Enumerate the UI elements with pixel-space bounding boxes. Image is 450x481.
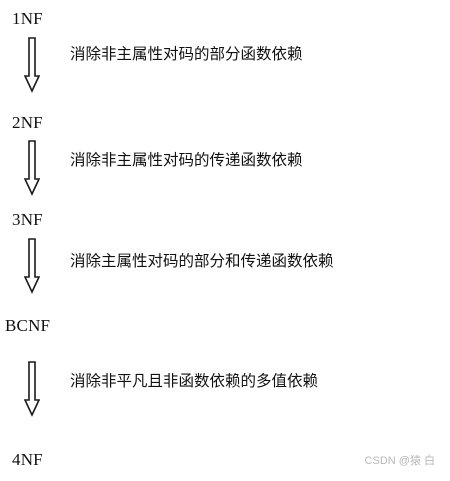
down-arrow-icon-shape: [24, 37, 40, 93]
level-3nf: 3NF: [12, 210, 43, 229]
down-arrow-icon: [24, 37, 40, 93]
step-remove-transitive-dependency: 消除非主属性对码的传递函数依赖: [70, 151, 303, 169]
level-bcnf: BCNF: [5, 316, 51, 335]
level-4nf: 4NF: [12, 450, 43, 469]
step-remove-multivalued-dependency: 消除非平凡且非函数依赖的多值依赖: [70, 372, 319, 390]
watermark: CSDN @猿 白: [364, 455, 435, 467]
down-arrow-icon-shape: [24, 238, 40, 294]
down-arrow-icon-shape: [24, 140, 40, 196]
down-arrow-icon: [24, 361, 40, 417]
down-arrow-icon: [24, 238, 40, 294]
level-1nf: 1NF: [12, 9, 43, 28]
step-remove-prime-dependency: 消除主属性对码的部分和传递函数依赖: [70, 252, 334, 270]
down-arrow-icon-shape: [24, 361, 40, 417]
down-arrow-icon: [24, 140, 40, 196]
level-2nf: 2NF: [12, 113, 43, 132]
step-remove-partial-dependency: 消除非主属性对码的部分函数依赖: [70, 45, 303, 63]
